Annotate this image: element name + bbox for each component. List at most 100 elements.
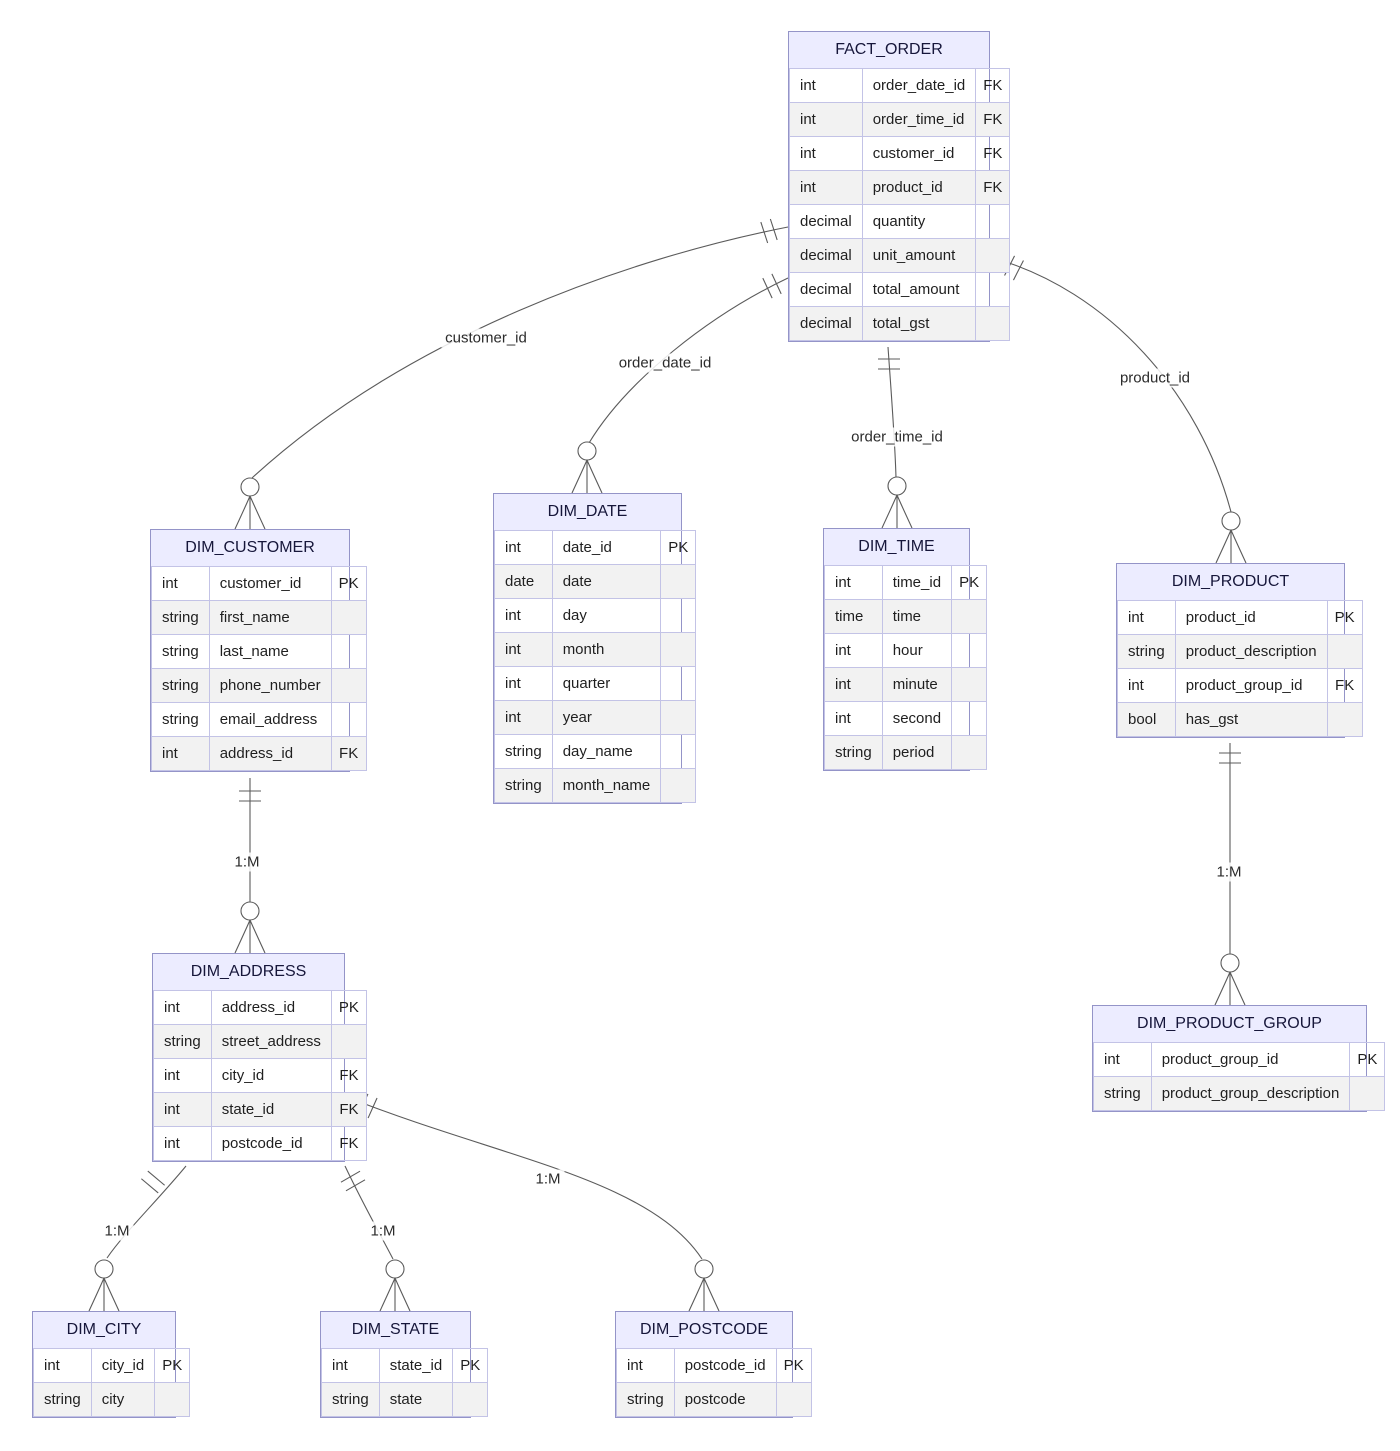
column-key <box>660 666 697 701</box>
column-type: int <box>33 1348 92 1383</box>
edge-dim-address-dim-state <box>344 1165 394 1260</box>
column-type: int <box>494 666 553 701</box>
column-name: order_date_id <box>861 68 977 103</box>
column-type: string <box>1093 1076 1152 1111</box>
column-name: month <box>551 632 662 667</box>
column-type: int <box>151 736 210 771</box>
column-key <box>951 667 988 702</box>
column-key: PK <box>330 566 367 601</box>
edge-dim-address-dim-postcode <box>346 1096 703 1260</box>
edge-label-customer-id: customer_id <box>441 328 531 348</box>
column-name: product_id <box>1174 600 1328 635</box>
column-name: unit_amount <box>861 238 977 273</box>
edge-fact-order-dim-product <box>989 256 1232 513</box>
column-key: FK <box>975 136 1011 171</box>
column-name: customer_id <box>861 136 977 171</box>
crow-foot-marker <box>688 1259 720 1312</box>
column-type: int <box>153 1092 212 1127</box>
column-name: postcode_id <box>210 1126 332 1161</box>
column-type: int <box>153 1126 212 1161</box>
column-key <box>951 701 988 736</box>
column-name: quantity <box>861 204 977 239</box>
column-name: customer_id <box>208 566 332 601</box>
column-key <box>660 598 697 633</box>
column-key <box>154 1382 191 1417</box>
edge-label-address-state-1m: 1:M <box>366 1221 400 1241</box>
column-key <box>975 306 1011 341</box>
column-type: string <box>151 668 210 703</box>
column-key: FK <box>975 102 1011 137</box>
column-type: bool <box>1117 702 1176 737</box>
edge-label-order-time-id: order_time_id <box>847 427 947 447</box>
edge-label-address-postcode-1m: 1:M <box>531 1169 565 1189</box>
column-key <box>975 204 1011 239</box>
entity-title: DIM_TIME <box>824 529 969 565</box>
column-key: FK <box>330 1058 367 1093</box>
column-key: PK <box>330 990 367 1025</box>
column-name: product_group_description <box>1150 1076 1351 1111</box>
column-key <box>775 1382 812 1417</box>
column-type: string <box>1117 634 1176 669</box>
column-type: int <box>789 136 863 171</box>
column-type: int <box>824 701 883 736</box>
column-name: total_amount <box>861 272 977 307</box>
column-type: decimal <box>789 272 863 307</box>
edge-fact-order-dim-date <box>588 277 789 444</box>
crow-foot-marker <box>379 1259 411 1312</box>
column-name: street_address <box>210 1024 332 1059</box>
column-key <box>951 735 988 770</box>
column-name: month_name <box>551 768 662 803</box>
entity-title: DIM_POSTCODE <box>616 1312 792 1348</box>
column-key: FK <box>330 1092 367 1127</box>
column-type: int <box>321 1348 380 1383</box>
column-name: state <box>378 1382 454 1417</box>
edge-dim-address-dim-city <box>106 1165 187 1259</box>
column-key: PK <box>660 530 697 565</box>
column-name: second <box>881 701 953 736</box>
column-name: state_id <box>210 1092 332 1127</box>
column-type: int <box>1117 668 1176 703</box>
column-name: product_description <box>1174 634 1328 669</box>
column-name: product_group_id <box>1174 668 1328 703</box>
column-name: email_address <box>208 702 332 737</box>
column-type: decimal <box>789 238 863 273</box>
column-name: phone_number <box>208 668 332 703</box>
column-key <box>951 599 988 634</box>
column-key: FK <box>975 170 1011 205</box>
column-key <box>330 600 367 635</box>
entity-title: FACT_ORDER <box>789 32 989 68</box>
column-type: string <box>824 735 883 770</box>
column-key: PK <box>951 565 988 600</box>
column-type: string <box>153 1024 212 1059</box>
column-key: PK <box>1349 1042 1386 1077</box>
column-type: string <box>151 600 210 635</box>
